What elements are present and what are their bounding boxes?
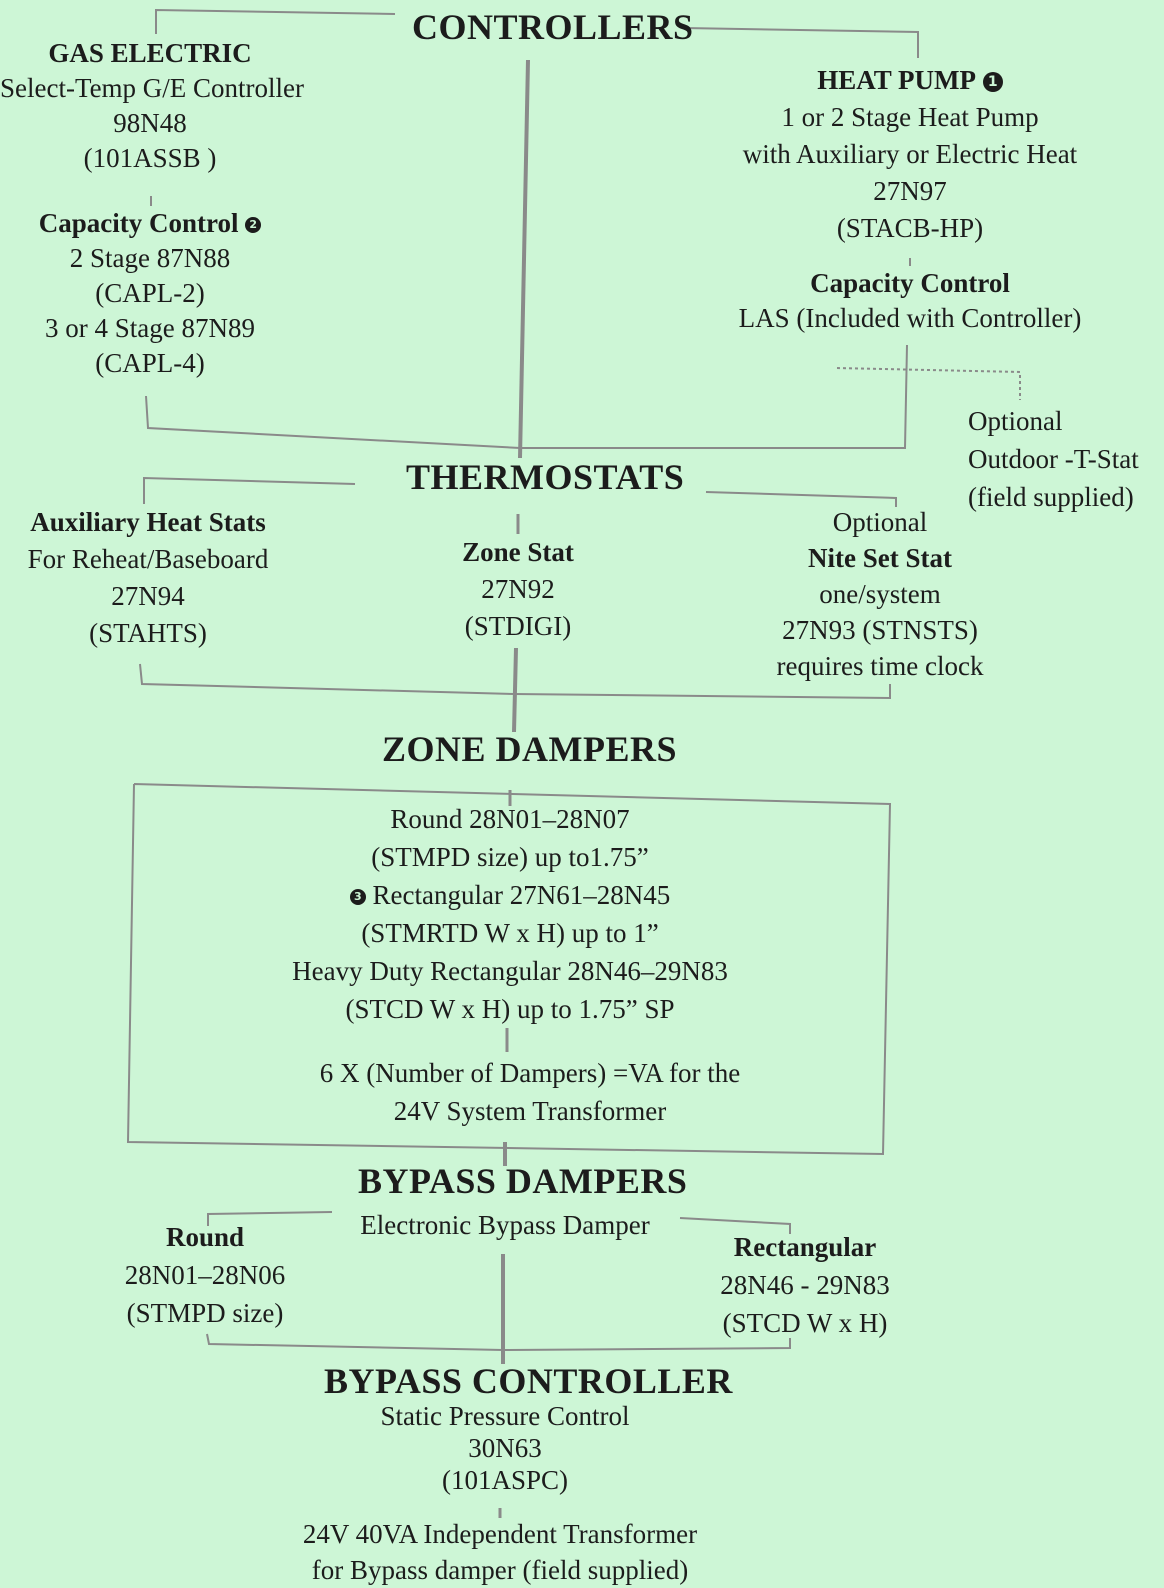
bypass-rectangular-line: 28N46 - 29N83 — [720, 1270, 890, 1300]
zone-damper-line: (STCD W x H) up to 1.75” SP — [345, 994, 675, 1024]
zone-damper-line: (STMRTD W x H) up to 1” — [361, 918, 659, 948]
thermostats-heading: THERMOSTATS — [406, 457, 685, 497]
gas-capacity-title-row: Capacity Control 2 — [0, 206, 300, 241]
gas-electric-line: 98N48 — [113, 108, 187, 138]
bypass-round-block: Round 28N01–28N06 (STMPD size) — [100, 1218, 310, 1332]
heat-pump-title: HEAT PUMP — [817, 65, 976, 95]
bypass-controller-note: 24V 40VA Independent Transformer for Byp… — [250, 1516, 750, 1588]
nite-set-line: requires time clock — [776, 651, 984, 681]
zone-dampers-box — [126, 783, 892, 1156]
zone-stat-line: (STDIGI) — [464, 611, 572, 641]
zone-dampers-block: Round 28N01–28N07 (STMPD size) up to1.75… — [230, 800, 790, 1028]
gas-capacity-line: (CAPL-2) — [95, 278, 205, 308]
gas-electric-block: GAS ELECTRIC Select-Temp G/E Controller … — [0, 36, 305, 176]
optional-outdoor-line: Optional — [968, 406, 1063, 436]
footnote-2-icon: 2 — [245, 217, 262, 233]
nite-set-line: 27N93 (STNSTS) — [782, 615, 978, 645]
connector-outdoor-optional — [836, 367, 1021, 400]
heat-pump-line: 27N97 — [873, 176, 947, 206]
zone-dampers-note: 6 X (Number of Dampers) =VA for the 24V … — [260, 1054, 800, 1130]
connector-bypass-right — [679, 1217, 791, 1234]
gas-capacity-line: 3 or 4 Stage 87N89 — [45, 313, 255, 343]
bypass-controller-line: Static Pressure Control — [380, 1401, 630, 1431]
nite-set-title: Nite Set Stat — [808, 543, 952, 573]
bypass-controller-block: Static Pressure Control 30N63 (101ASPC) — [330, 1400, 680, 1496]
footnote-3-icon: 3 — [349, 889, 366, 905]
bypass-rectangular-line: (STCD W x H) — [722, 1308, 888, 1338]
optional-outdoor-line: Outdoor -T-Stat — [968, 444, 1139, 474]
connector-bypass-bracket — [206, 1333, 791, 1352]
bypass-round-line: 28N01–28N06 — [124, 1260, 286, 1290]
bypass-controller-line: 30N63 — [468, 1433, 542, 1463]
optional-outdoor-tstat-block: Optional Outdoor -T-Stat (field supplied… — [968, 402, 1139, 516]
bypass-controller-note-line: 24V 40VA Independent Transformer — [302, 1519, 698, 1549]
heat-pump-capacity-block: Capacity Control LAS (Included with Cont… — [720, 266, 1100, 336]
heat-pump-block: HEAT PUMP 1 1 or 2 Stage Heat Pump with … — [720, 62, 1100, 247]
zone-damper-line: Heavy Duty Rectangular 28N46–29N83 — [292, 956, 728, 986]
zone-stat-title: Zone Stat — [462, 537, 574, 567]
auxiliary-heat-line: For Reheat/Baseboard — [27, 544, 269, 574]
nite-set-line: one/system — [819, 579, 941, 609]
heat-pump-line: 1 or 2 Stage Heat Pump — [781, 102, 1039, 132]
gas-capacity-line: (CAPL-4) — [95, 348, 205, 378]
bypass-round-line: (STMPD size) — [126, 1298, 284, 1328]
gas-capacity-line: 2 Stage 87N88 — [69, 243, 231, 273]
connector-gas-bracket — [145, 344, 908, 449]
zone-damper-line: (STMPD size) up to1.75” — [371, 842, 649, 872]
zone-damper-line: Rectangular 27N61–28N45 — [372, 880, 671, 910]
bypass-dampers-heading: BYPASS DAMPERS — [358, 1161, 688, 1201]
bypass-controller-heading: BYPASS CONTROLLER — [324, 1361, 733, 1401]
connector-thermo-right — [705, 491, 897, 507]
zone-damper-rect-row: 3 Rectangular 27N61–28N45 — [230, 876, 790, 914]
nite-set-stat-block: Optional Nite Set Stat one/system 27N93 … — [740, 504, 1020, 684]
auxiliary-heat-line: 27N94 — [111, 581, 185, 611]
heat-pump-capacity-title: Capacity Control — [810, 268, 1010, 298]
bypass-controller-note-line: for Bypass damper (field supplied) — [311, 1555, 689, 1585]
zone-stat-line: 27N92 — [481, 574, 555, 604]
auxiliary-heat-line: (STAHTS) — [89, 618, 207, 648]
connector-thermo-down — [512, 647, 518, 733]
zone-damper-line: Round 28N01–28N07 — [390, 804, 630, 834]
zone-stat-block: Zone Stat 27N92 (STDIGI) — [420, 534, 616, 645]
controllers-heading: CONTROLLERS — [412, 7, 694, 47]
zone-dampers-heading: ZONE DAMPERS — [382, 729, 678, 769]
gas-capacity-title: Capacity Control — [38, 208, 239, 238]
bypass-controller-line: (101ASPC) — [441, 1465, 569, 1495]
nite-set-optional: Optional — [832, 507, 928, 537]
connector-thermo-bracket — [139, 663, 891, 700]
footnote-1-icon: 1 — [982, 72, 1003, 92]
heat-pump-title-row: HEAT PUMP 1 — [720, 62, 1100, 99]
connector-controllers-right — [683, 27, 919, 58]
bypass-dampers-subheading: Electronic Bypass Damper — [360, 1210, 650, 1240]
heat-pump-line: (STACB-HP) — [836, 213, 984, 243]
gas-electric-line: Select-Temp G/E Controller — [0, 73, 305, 103]
heat-pump-capacity-line: LAS (Included with Controller) — [738, 303, 1082, 333]
auxiliary-heat-title: Auxiliary Heat Stats — [30, 507, 266, 537]
connector-thermo-left — [143, 476, 356, 504]
optional-outdoor-line: (field supplied) — [968, 482, 1134, 512]
auxiliary-heat-stats-block: Auxiliary Heat Stats For Reheat/Baseboar… — [0, 504, 296, 652]
bypass-round-title: Round — [165, 1222, 245, 1252]
bypass-rectangular-title: Rectangular — [733, 1232, 877, 1262]
heat-pump-line: with Auxiliary or Electric Heat — [742, 139, 1078, 169]
gas-capacity-block: Capacity Control 2 2 Stage 87N88 (CAPL-2… — [0, 206, 300, 381]
zone-damper-note-line: 6 X (Number of Dampers) =VA for the — [319, 1058, 741, 1088]
zone-damper-note-line: 24V System Transformer — [393, 1096, 667, 1126]
bypass-rectangular-block: Rectangular 28N46 - 29N83 (STCD W x H) — [700, 1228, 910, 1342]
connector-bypass-left — [207, 1211, 333, 1226]
connector-controllers-left — [155, 8, 396, 34]
gas-electric-title: GAS ELECTRIC — [48, 38, 252, 68]
connector-controllers-down — [518, 59, 530, 459]
gas-electric-line: (101ASSB ) — [83, 143, 217, 173]
